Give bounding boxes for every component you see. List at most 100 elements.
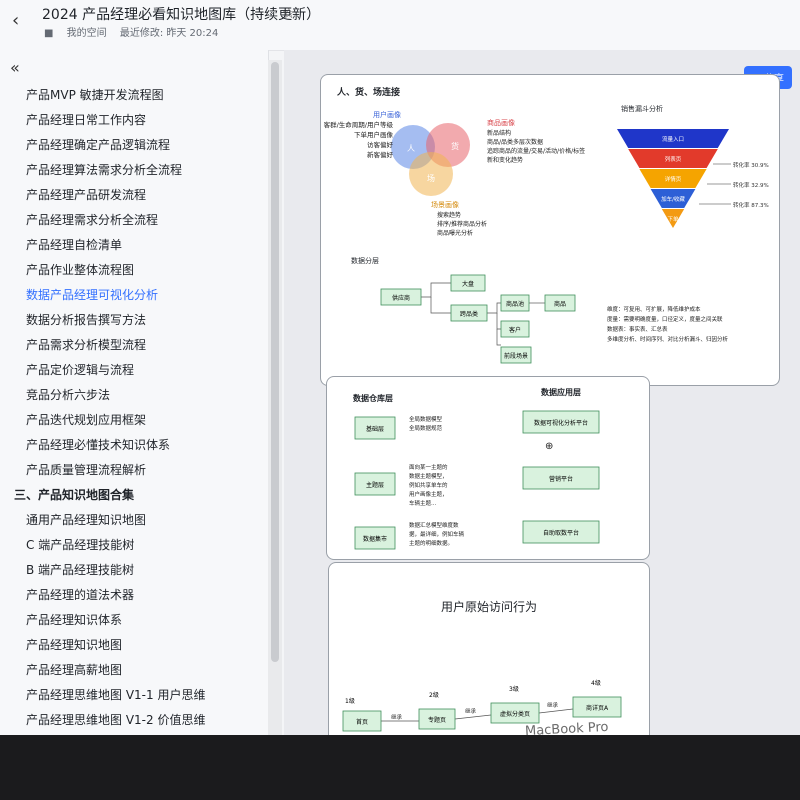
sidebar-item[interactable]: 产品定价逻辑与流程 xyxy=(26,363,135,377)
star-icon[interactable]: ☆ xyxy=(282,4,296,22)
modified-label: 最近修改: 昨天 20:24 xyxy=(119,28,219,39)
goods-profile-line: 追踪商品的流量/交易/活动/价格/标签 xyxy=(487,147,585,155)
sidebar-item[interactable]: 产品经理日常工作内容 xyxy=(26,113,147,127)
sidebar-item[interactable]: 产品需求分析模型流程 xyxy=(26,338,147,352)
zoom-in-icon[interactable]: ⊕ xyxy=(545,441,553,452)
card1-svg: 人、货、场连接 人 货 场 用户画像 客群/生命周期/用户等级 下单用户画像 访… xyxy=(324,86,769,364)
location-label[interactable]: 我的空间 xyxy=(66,28,107,39)
data-warehouse-card: 数据仓库层 数据应用层 基础层 全局数据模型 全局数据规范 主题层 面向某一主题… xyxy=(326,376,650,560)
sidebar-item[interactable]: 产品经理思维地图 V1-2 价值思维 xyxy=(26,713,206,727)
scene-profile-line: 商品曝光分析 xyxy=(437,229,473,237)
folder-icon: ■ xyxy=(44,28,54,39)
sidebar-item[interactable]: 数据分析报告撰写方法 xyxy=(26,313,147,327)
sidebar-item[interactable]: 产品质量管理流程解析 xyxy=(26,463,147,477)
sidebar-item[interactable]: 产品经理必懂技术知识体系 xyxy=(26,438,171,452)
tree-node-label: 大盘 xyxy=(462,280,474,288)
level-label: 2级 xyxy=(429,691,439,699)
sidebar-item[interactable]: 产品经理知识体系 xyxy=(26,613,123,627)
venn-scene-label: 场 xyxy=(427,174,435,183)
doc-title: 2024 产品经理必看知识地图库（持续更新） xyxy=(42,7,321,23)
doc-meta: ■ 我的空间 最近修改: 昨天 20:24 xyxy=(44,24,228,39)
warehouse-layer-label: 主题层 xyxy=(366,481,384,489)
warehouse-layer-box xyxy=(354,416,396,440)
sidebar-item[interactable]: 产品经理自检清单 xyxy=(26,238,123,252)
scene-profile-title: 场景画像 xyxy=(431,200,459,209)
sidebar-item[interactable]: 产品经理的道法术器 xyxy=(26,588,135,602)
back-icon[interactable]: ‹ xyxy=(12,10,20,31)
note-line: 多维度分析、时间序列、对比分析漏斗、归因分析 xyxy=(607,335,729,343)
warehouse-layer-box xyxy=(354,526,396,550)
warehouse-layer-label: 数据集市 xyxy=(363,535,387,543)
note-line: 维度：可复用、可扩展，降低维护成本 xyxy=(607,305,701,313)
tree-node xyxy=(500,294,530,312)
sidebar-item[interactable]: 产品经理知识地图 xyxy=(26,638,123,652)
double-chevron-left-icon[interactable]: « xyxy=(10,58,20,77)
app-platform-box xyxy=(522,466,600,490)
funnel-segment-label: 加车/收藏 xyxy=(661,195,685,203)
user-profile-title: 用户画像 xyxy=(373,110,401,119)
tree-node xyxy=(500,346,532,364)
tree-edges xyxy=(421,282,545,346)
sidebar-item[interactable]: 产品作业整体流程图 xyxy=(26,263,135,277)
sidebar-item[interactable]: 数据产品经理可视化分析 xyxy=(26,288,159,302)
user-profile-line: 下单用户画像 xyxy=(354,130,394,139)
sidebar-item[interactable]: 产品经理算法需求分析全流程 xyxy=(26,163,183,177)
tree-node-label: 商品池 xyxy=(506,300,524,308)
sidebar-item[interactable]: B 端产品经理技能树 xyxy=(26,563,135,577)
scene-profile-lines: 搜索趋势 排序/推荐商品分析 商品曝光分析 xyxy=(437,211,487,237)
sidebar-item[interactable]: 通用产品经理知识地图 xyxy=(26,513,147,527)
behavior-node-label: 商详页A xyxy=(586,704,609,712)
goods-profile-line: 新品结构 xyxy=(487,129,511,137)
data-layer-title: 数据分层 xyxy=(351,256,379,265)
sidebar-item[interactable]: 产品经理高薪地图 xyxy=(26,663,123,677)
sidebar-item[interactable]: 竞品分析六步法 xyxy=(26,388,111,402)
layer-note: 例如共享单车的 xyxy=(409,481,448,489)
funnel-segment xyxy=(639,169,707,188)
scroll-thumb[interactable] xyxy=(271,62,279,662)
sidebar-section-heading[interactable]: 三、产品知识地图合集 xyxy=(14,488,135,502)
sidebar-item[interactable]: 产品MVP 敏捷开发流程图 xyxy=(26,88,164,102)
layer-note: 数据主题模型， xyxy=(409,472,448,480)
sidebar-item[interactable]: 产品经理产品研发流程 xyxy=(26,188,147,202)
app-screen: ‹ 2024 产品经理必看知识地图库（持续更新） ☆ ■ 我的空间 最近修改: … xyxy=(0,0,800,735)
warehouse-title: 数据仓库层 xyxy=(353,393,393,403)
scrollbar[interactable] xyxy=(268,60,282,735)
sidebar-item[interactable]: C 端产品经理技能树 xyxy=(26,538,135,552)
level-label: 3级 xyxy=(509,685,519,693)
funnel-rate: 转化率 87.3% xyxy=(733,201,769,209)
warehouse-layer-box xyxy=(354,472,396,496)
behavior-node-label: 虚拟分类页 xyxy=(500,710,530,718)
layer-note: 主题的明细数据。 xyxy=(409,539,453,547)
user-visit-behavior-card: 用户原始访问行为 1级 2级 3级 4级 首页 专题页 虚拟分类页 商详页A 继… xyxy=(328,562,650,735)
funnel-segment xyxy=(650,189,696,208)
tree-node-label: 前段场景 xyxy=(504,352,528,360)
note-line: 数据表：事实表、汇总表 xyxy=(607,325,668,333)
behavior-node xyxy=(342,710,382,732)
warehouse-layer-label: 基础层 xyxy=(366,425,384,433)
behavior-node xyxy=(572,696,622,718)
goods-profile-title: 商品画像 xyxy=(487,118,515,127)
user-profile-line: 访客偏好 xyxy=(367,140,394,149)
tree-node-leaf-label: 商品 xyxy=(554,300,566,308)
user-profile-lines: 客群/生命周期/用户等级 下单用户画像 访客偏好 新客偏好 xyxy=(324,120,394,159)
funnel-segment-label: 下单 xyxy=(667,215,679,223)
app-platform-label: 数据可视化分析平台 xyxy=(534,419,588,427)
behavior-node-label: 专题页 xyxy=(428,716,446,724)
sidebar-item[interactable]: 产品经理确定产品逻辑流程 xyxy=(26,138,171,152)
funnel-segment xyxy=(617,129,729,148)
tree-node-label: 客户 xyxy=(509,326,521,334)
behavior-node-label: 首页 xyxy=(356,718,368,726)
behavior-node xyxy=(490,702,540,724)
sidebar-item[interactable]: 产品经理需求分析全流程 xyxy=(26,213,159,227)
layer-note: 车辆主题... xyxy=(409,499,436,507)
goods-profile-line: 商品/品类多层次数据 xyxy=(487,138,543,146)
layer-note: 数据汇总模型维度数 xyxy=(409,521,459,529)
sidebar-item[interactable]: 产品经理思维地图 V1-1 用户思维 xyxy=(26,688,206,702)
sidebar-item[interactable]: 产品迭代规划应用框架 xyxy=(26,413,147,427)
venn-scene-circle xyxy=(409,152,453,196)
venn-goods-label: 货 xyxy=(451,141,459,151)
app-platform-box xyxy=(522,520,600,544)
tree-node-root-label: 供应商 xyxy=(392,294,410,302)
edge-label: 继承 xyxy=(547,701,559,709)
